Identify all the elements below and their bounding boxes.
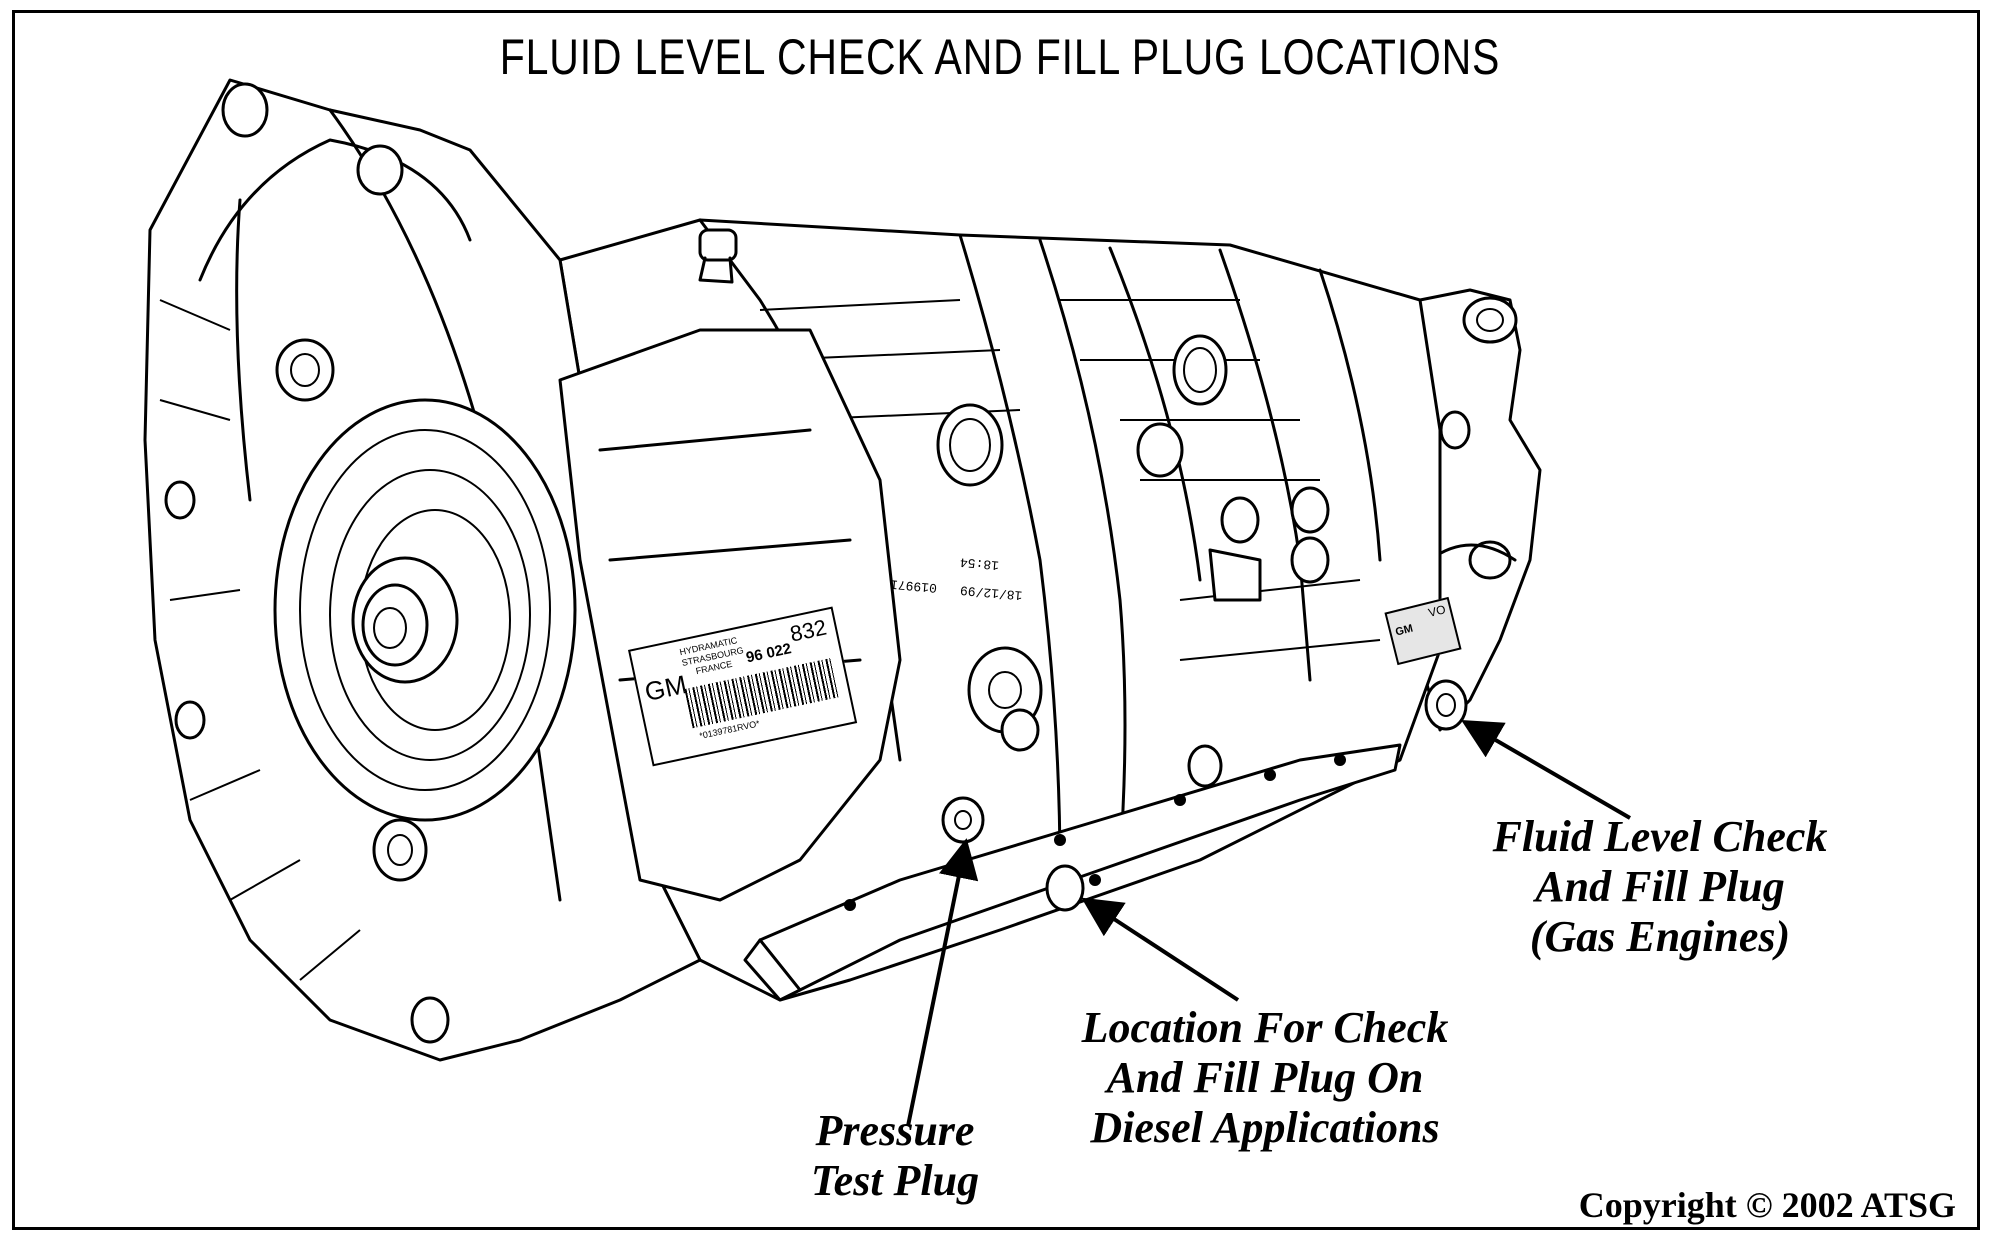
callout-fluid-level-line3: (Gas Engines) <box>1529 912 1791 961</box>
callout-diesel-line2: And Fill Plug On <box>1106 1053 1424 1102</box>
arrow-diesel <box>1081 897 1240 1002</box>
gas-fill-plug <box>1424 679 1468 731</box>
torque-converter <box>273 398 577 822</box>
callout-pressure: Pressure Test Plug <box>780 1106 1010 1206</box>
callout-pressure-line2: Test Plug <box>810 1156 980 1205</box>
arrow-fluid-level <box>1461 719 1632 820</box>
callout-fluid-level-line2: And Fill Plug <box>1535 862 1785 911</box>
callout-fluid-level-line1: Fluid Level Check <box>1492 812 1828 861</box>
diagram-title: FLUID LEVEL CHECK AND FILL PLUG LOCATION… <box>499 29 1501 85</box>
connector-plug <box>1187 744 1223 788</box>
plugs <box>941 679 1468 912</box>
front-case <box>558 328 1043 902</box>
arrow-pressure <box>906 838 979 1127</box>
callout-fluid-level: Fluid Level Check And Fill Plug (Gas Eng… <box>1470 812 1850 962</box>
callout-pressure-line1: Pressure <box>815 1106 975 1155</box>
oil-pan <box>743 743 1402 1002</box>
diesel-fill-plug <box>1045 864 1085 912</box>
copyright-notice: Copyright © 2002 ATSG <box>1578 1185 1956 1225</box>
callout-diesel: Location For Check And Fill Plug On Dies… <box>1050 1003 1480 1153</box>
callout-diesel-line1: Location For Check <box>1081 1003 1449 1052</box>
callout-diesel-line3: Diesel Applications <box>1090 1103 1440 1152</box>
